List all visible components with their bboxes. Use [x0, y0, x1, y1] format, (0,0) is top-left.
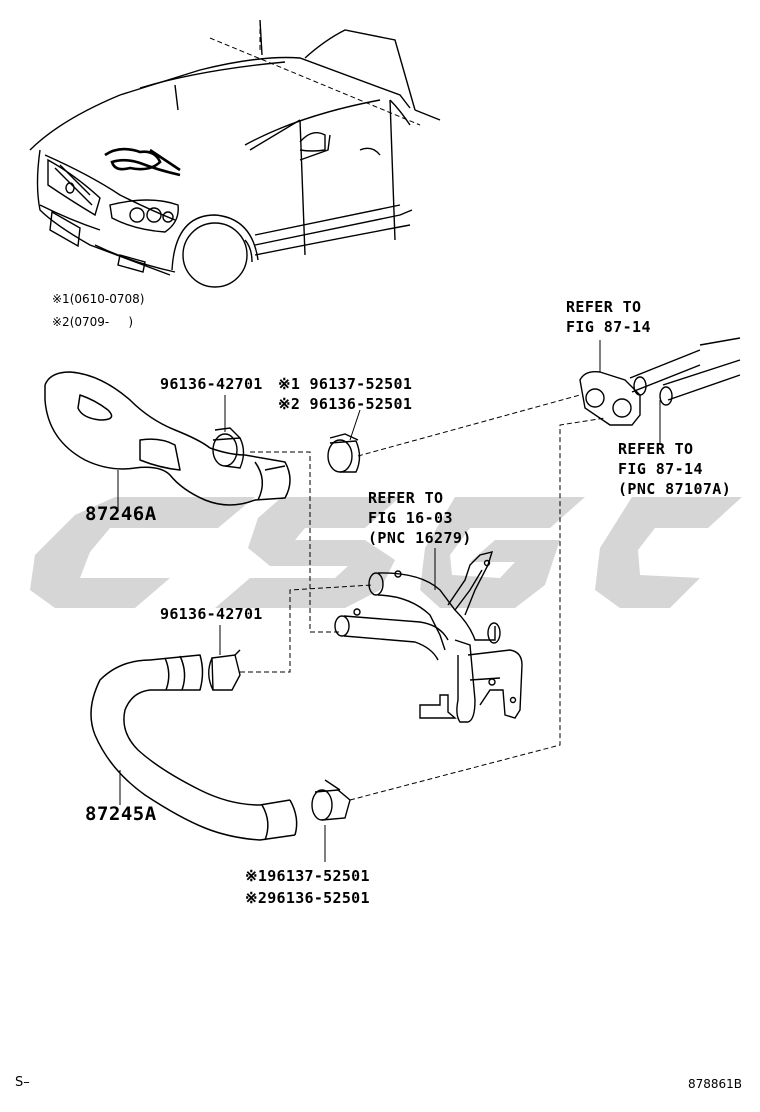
refer-right-line3: (PNC 87107A)	[618, 480, 732, 498]
hose-clamps-drawing	[208, 427, 361, 821]
watermark-left-chevron	[30, 497, 255, 608]
part-hose-lower: 87245A	[85, 803, 157, 825]
watermark-g-shape	[420, 497, 585, 608]
clamp-upper-right-drawing	[327, 433, 361, 473]
watermark-s-shape	[215, 497, 400, 608]
footer-left-code: S–	[15, 1075, 30, 1090]
clamp-upper-left-drawing	[212, 427, 245, 469]
refer-mid-line3: (PNC 16279)	[368, 529, 472, 547]
part-clamp-upper-left: 96136-42701	[160, 375, 263, 393]
figure-id: 878861B	[688, 1077, 743, 1091]
car-outline	[29, 19, 441, 288]
hose-87246a-drawing	[44, 371, 291, 506]
clamp-lower-right-drawing	[311, 779, 351, 821]
refer-top-line1: REFER TO	[566, 298, 642, 316]
clamp-lower-left-drawing	[208, 649, 241, 691]
refer-right-line1: REFER TO	[618, 440, 694, 458]
heater-pipe-assembly-drawing	[334, 551, 523, 723]
part-clamp-upper-right-1: ※1 96137-52501	[278, 375, 413, 393]
watermark-logo	[30, 497, 742, 608]
watermark-right-chevron	[595, 497, 742, 608]
dashed-guide-lines	[240, 394, 606, 801]
part-hose-upper: 87246A	[85, 503, 157, 525]
part-clamp-lower-right-1: ※196137-52501	[245, 867, 370, 885]
note-1: ※1(0610-0708)	[52, 292, 145, 306]
hose-87245a-drawing	[90, 654, 298, 841]
part-clamp-lower-left: 96136-42701	[160, 605, 263, 623]
part-clamp-lower-right-2: ※296136-52501	[245, 889, 370, 907]
refer-mid-line2: FIG 16-03	[368, 509, 453, 527]
refer-top-line2: FIG 87-14	[566, 318, 651, 336]
part-clamp-upper-right-2: ※2 96136-52501	[278, 395, 413, 413]
note-2: ※2(0709- )	[52, 315, 133, 329]
leader-lines	[117, 340, 661, 862]
refer-right-line2: FIG 87-14	[618, 460, 703, 478]
heater-core-connector-drawing	[579, 337, 741, 426]
refer-mid-line1: REFER TO	[368, 489, 444, 507]
